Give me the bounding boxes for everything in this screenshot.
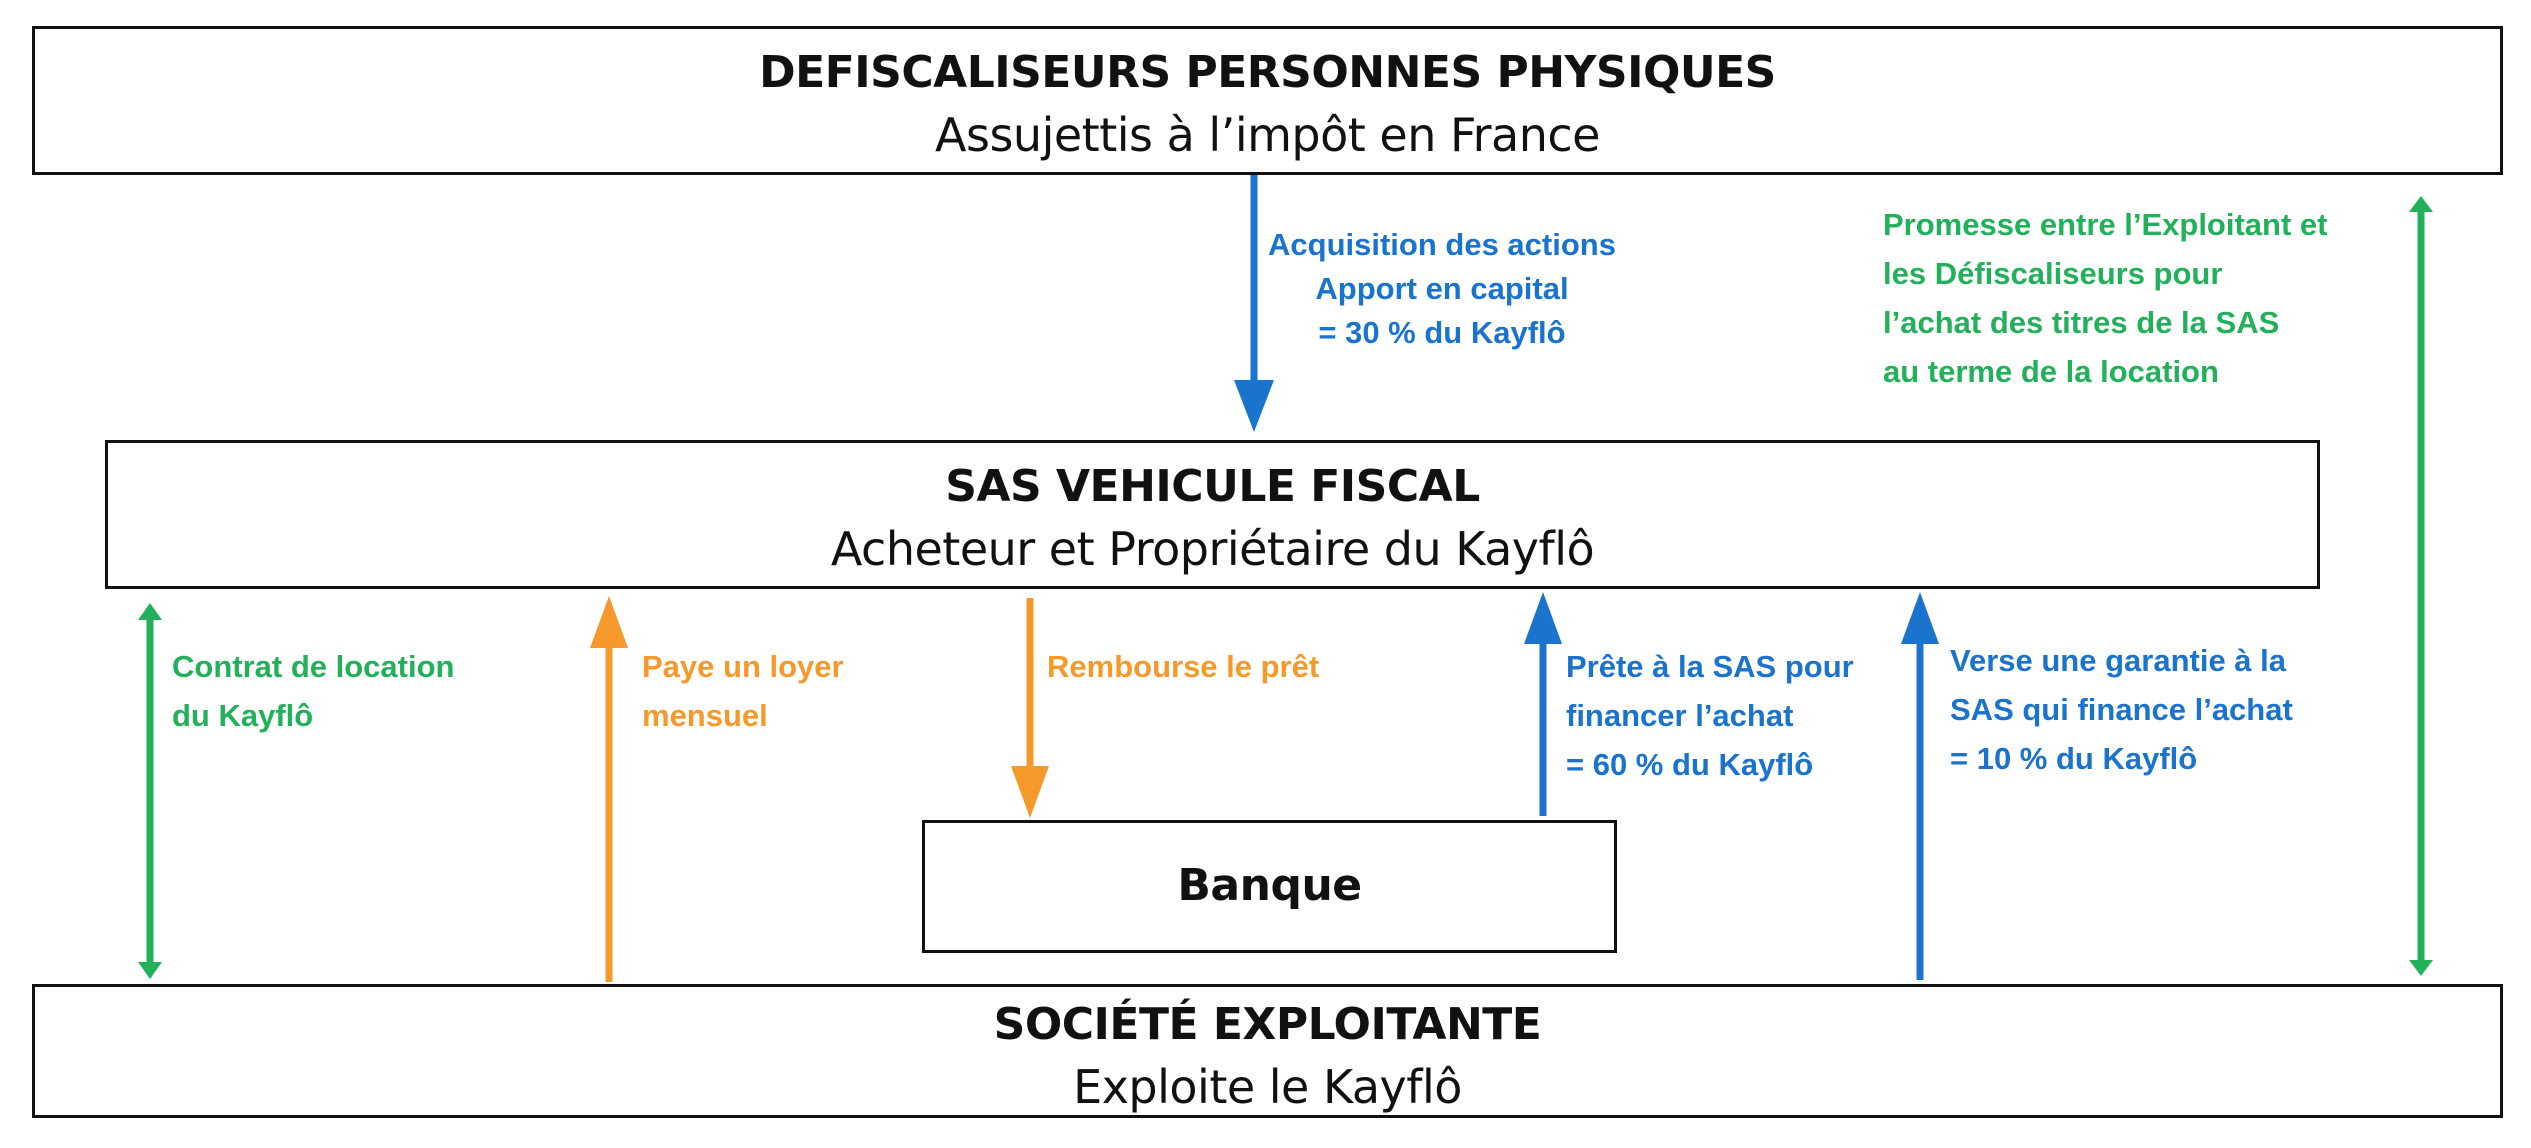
edge-label-line: financer l’achat: [1566, 698, 1794, 733]
node-defiscaliseurs: DEFISCALISEURS PERSONNES PHYSIQUES Assuj…: [32, 26, 2503, 175]
arrow-rembourse: [1011, 598, 1049, 818]
arrow-garantie: [1901, 592, 1939, 980]
edge-label-line: = 60 % du Kayflô: [1566, 747, 1814, 782]
arrow-contrat: [138, 603, 162, 979]
edge-label-line: Contrat de location: [172, 649, 455, 684]
edge-label-promesse: Promesse entre l’Exploitant et les Défis…: [1883, 200, 2327, 396]
edge-label-line: = 10 % du Kayflô: [1950, 741, 2198, 776]
node-sas-vehicule-fiscal: SAS VEHICULE FISCAL Acheteur et Propriét…: [105, 440, 2320, 589]
edge-label-line: = 30 % du Kayflô: [1318, 315, 1566, 350]
edge-label-line: Promesse entre l’Exploitant et: [1883, 207, 2328, 242]
arrow-prete: [1524, 592, 1562, 816]
node-banque: Banque: [922, 820, 1617, 953]
node-banque-title: Banque: [1177, 860, 1362, 911]
edge-label-prete: Prête à la SAS pour financer l’achat = 6…: [1566, 642, 1854, 789]
edge-label-rembourse: Rembourse le prêt: [1047, 642, 1319, 691]
edge-label-line: Acquisition des actions: [1268, 227, 1616, 262]
edge-label-line: Paye un loyer: [642, 649, 844, 684]
edge-label-line: mensuel: [642, 698, 768, 733]
arrow-promesse: [2409, 196, 2433, 976]
edge-label-line: du Kayflô: [172, 698, 314, 733]
edge-label-line: l’achat des titres de la SAS: [1883, 305, 2280, 340]
node-defiscaliseurs-title: DEFISCALISEURS PERSONNES PHYSIQUES: [759, 47, 1776, 98]
edge-label-line: Verse une garantie à la: [1950, 643, 2287, 678]
edge-label-acquisition: Acquisition des actions Apport en capita…: [1268, 223, 1616, 355]
edge-label-line: Rembourse le prêt: [1047, 649, 1320, 684]
arrow-acquisition: [1234, 175, 1274, 432]
arrow-loyer: [590, 596, 628, 982]
edge-label-line: les Défiscaliseurs pour: [1883, 256, 2223, 291]
node-societe-exploitante: SOCIÉTÉ EXPLOITANTE Exploite le Kayflô: [32, 984, 2503, 1118]
node-exploitante-subtitle: Exploite le Kayflô: [1073, 1060, 1462, 1114]
node-sas-title: SAS VEHICULE FISCAL: [945, 461, 1480, 512]
edge-label-line: au terme de la location: [1883, 354, 2219, 389]
node-defiscaliseurs-subtitle: Assujettis à l’impôt en France: [935, 108, 1600, 162]
edge-label-contrat: Contrat de location du Kayflô: [172, 642, 454, 740]
edge-label-line: SAS qui finance l’achat: [1950, 692, 2293, 727]
edge-label-line: Apport en capital: [1315, 271, 1569, 306]
edge-label-garantie: Verse une garantie à la SAS qui finance …: [1950, 636, 2293, 783]
edge-label-loyer: Paye un loyer mensuel: [642, 642, 844, 740]
edge-label-line: Prête à la SAS pour: [1566, 649, 1854, 684]
node-exploitante-title: SOCIÉTÉ EXPLOITANTE: [993, 999, 1542, 1050]
node-sas-subtitle: Acheteur et Propriétaire du Kayflô: [830, 522, 1595, 576]
